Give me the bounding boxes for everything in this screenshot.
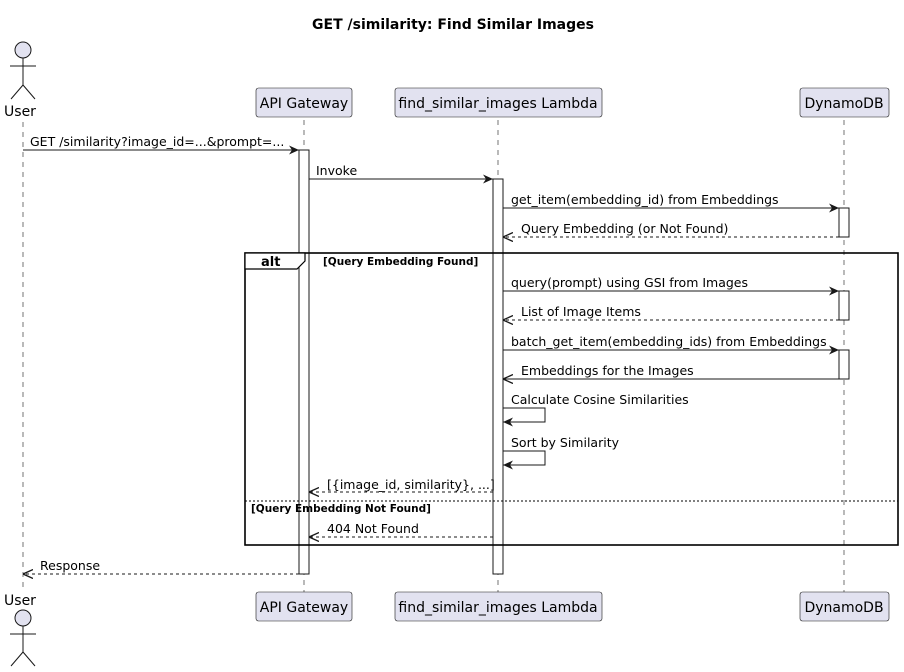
- activation-dynamodb-3: [838, 349, 850, 380]
- message-10-label: Sort by Similarity: [511, 435, 620, 450]
- message-3-label: get_item(embedding_id) from Embeddings: [511, 192, 779, 207]
- participant-api-gateway: API Gateway: [255, 87, 353, 118]
- participant-dynamodb-label-bottom: DynamoDB: [804, 600, 883, 616]
- user-actor-bottom-icon: [10, 609, 36, 667]
- participant-user-label: User: [4, 104, 36, 120]
- participant-user-label-bottom: User: [4, 593, 36, 609]
- participant-lambda-label: find_similar_images Lambda: [398, 96, 597, 112]
- activation-lambda: [492, 178, 504, 575]
- participant-lambda-label-bottom: find_similar_images Lambda: [398, 600, 597, 616]
- activation-dynamodb-2: [838, 290, 850, 321]
- activation-dynamodb-1: [838, 207, 850, 238]
- message-2-label: Invoke: [316, 163, 357, 178]
- user-actor-icon: [10, 41, 36, 100]
- message-9-label: Calculate Cosine Similarities: [511, 392, 689, 407]
- alt-fragment: alt [Query Embedding Found] [Query Embed…: [244, 252, 899, 546]
- participant-lambda: find_similar_images Lambda: [394, 87, 603, 118]
- message-12-label: 404 Not Found: [327, 521, 419, 536]
- message-4-label: Query Embedding (or Not Found): [521, 221, 728, 236]
- message-5-label: query(prompt) using GSI from Images: [511, 275, 748, 290]
- participant-api-gateway-bottom: API Gateway: [255, 591, 353, 622]
- participant-api-gateway-label: API Gateway: [260, 96, 348, 112]
- participant-dynamodb-label: DynamoDB: [804, 96, 883, 112]
- message-7-label: batch_get_item(embedding_ids) from Embed…: [511, 334, 827, 349]
- message-8-label: Embeddings for the Images: [521, 363, 694, 378]
- participant-dynamodb-bottom: DynamoDB: [799, 591, 890, 622]
- message-10-self-arrow: [503, 450, 546, 470]
- message-6-label: List of Image Items: [521, 304, 641, 319]
- guard-found: [Query Embedding Found]: [323, 256, 478, 268]
- alt-keyword: alt: [261, 255, 280, 270]
- participant-lambda-bottom: find_similar_images Lambda: [394, 591, 603, 622]
- participant-api-gateway-label-bottom: API Gateway: [260, 600, 348, 616]
- message-11-label: [{image_id, similarity}, ...]: [327, 477, 495, 492]
- message-13-label: Response: [40, 558, 100, 573]
- diagram-title: GET /similarity: Find Similar Images: [312, 17, 594, 33]
- activation-api-gateway: [298, 149, 310, 575]
- guard-not-found: [Query Embedding Not Found]: [251, 503, 431, 515]
- message-9-self-arrow: [503, 407, 546, 427]
- alt-tab: [244, 252, 306, 270]
- participant-dynamodb: DynamoDB: [799, 87, 890, 118]
- message-1-label: GET /similarity?image_id=...&prompt=...: [30, 134, 284, 149]
